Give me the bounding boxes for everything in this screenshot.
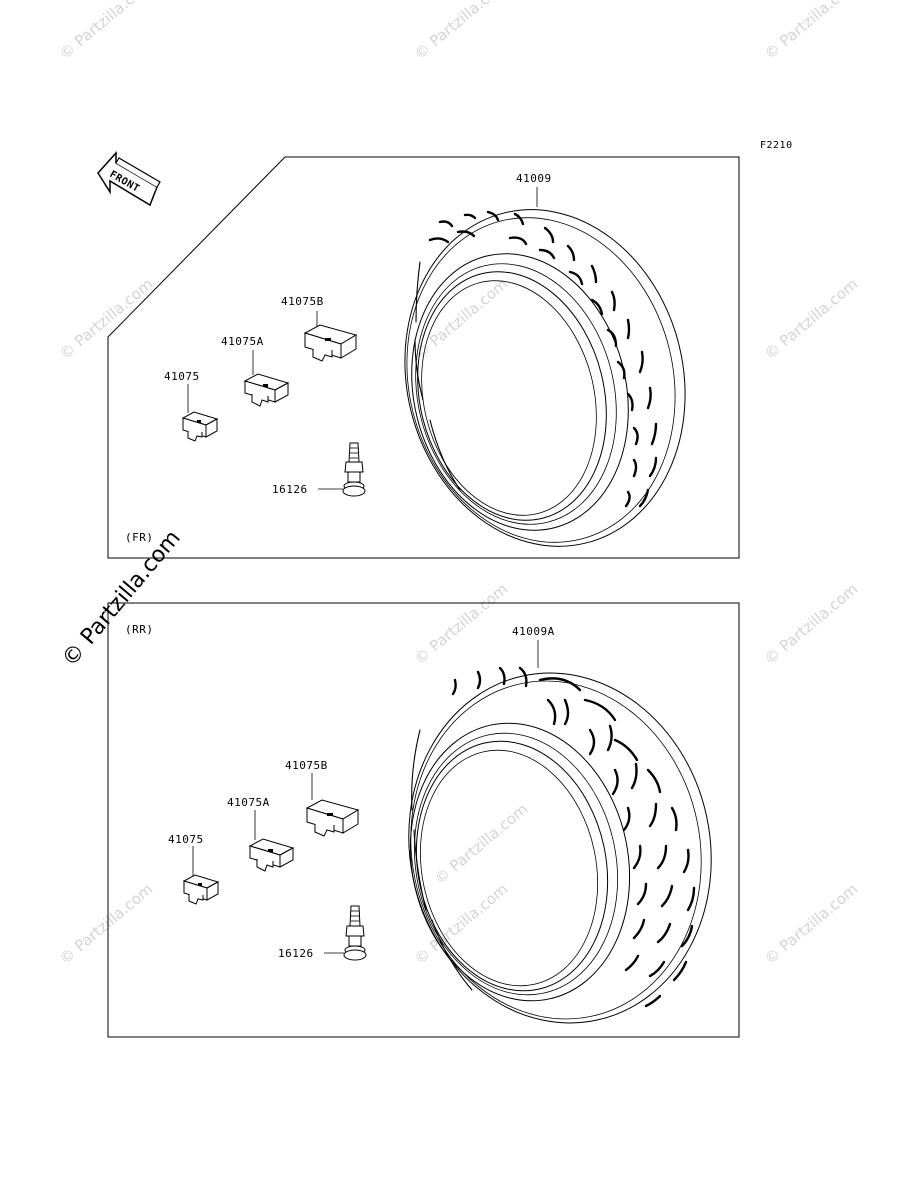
- watermark: © Partzilla.com: [761, 880, 861, 968]
- watermark: © Partzilla.com: [411, 880, 511, 968]
- front-weight-a[interactable]: [243, 350, 290, 407]
- front-arrow-icon: FRONT: [97, 151, 161, 207]
- rear-tire-part-number: 41009A: [512, 625, 555, 638]
- rear-panel-frame: [107, 602, 740, 1038]
- watermark-main: © Partzilla.com: [57, 526, 185, 672]
- rear-weight-a-part-number: 41075A: [227, 796, 270, 809]
- front-weight-b[interactable]: [303, 311, 358, 362]
- front-panel: (FR): [107, 156, 740, 577]
- watermark: © Partzilla.com: [56, 275, 156, 363]
- front-valve-part-number: 16126: [272, 483, 308, 496]
- rear-valve[interactable]: [324, 905, 367, 961]
- front-weight-part-number: 41075: [164, 370, 200, 383]
- watermark: © Partzilla.com: [761, 0, 861, 63]
- figure-code: F2210: [760, 140, 793, 151]
- watermark: © Partzilla.com: [411, 580, 511, 668]
- front-valve[interactable]: [318, 442, 366, 497]
- rear-section-label: (RR): [125, 623, 154, 636]
- rear-tread: [411, 666, 696, 1008]
- rear-panel: (RR): [107, 602, 744, 1051]
- front-weight-b-part-number: 41075B: [281, 295, 324, 308]
- front-tire-part-number: 41009: [516, 172, 552, 185]
- rear-weight[interactable]: [182, 846, 220, 905]
- front-panel-frame: [107, 156, 740, 559]
- rear-valve-part-number: 16126: [278, 947, 314, 960]
- watermark: © Partzilla.com: [761, 275, 861, 363]
- front-weight[interactable]: [181, 384, 219, 442]
- front-weight-a-part-number: 41075A: [221, 335, 264, 348]
- front-section-label: (FR): [125, 531, 154, 544]
- rear-weight-b[interactable]: [305, 773, 360, 837]
- watermark: © Partzilla.com: [411, 0, 511, 63]
- watermark: © Partzilla.com: [56, 0, 156, 63]
- watermark-group: © Partzilla.com © Partzilla.com © Partzi…: [56, 0, 861, 968]
- rear-tire[interactable]: [377, 640, 744, 1051]
- front-tire[interactable]: [370, 180, 720, 577]
- rear-weight-b-part-number: 41075B: [285, 759, 328, 772]
- rear-weight-a[interactable]: [248, 810, 295, 872]
- rear-weight-part-number: 41075: [168, 833, 204, 846]
- watermark: © Partzilla.com: [411, 275, 511, 363]
- front-tread: [414, 210, 658, 508]
- watermark: © Partzilla.com: [431, 800, 531, 888]
- watermark: © Partzilla.com: [761, 580, 861, 668]
- watermark: © Partzilla.com: [56, 880, 156, 968]
